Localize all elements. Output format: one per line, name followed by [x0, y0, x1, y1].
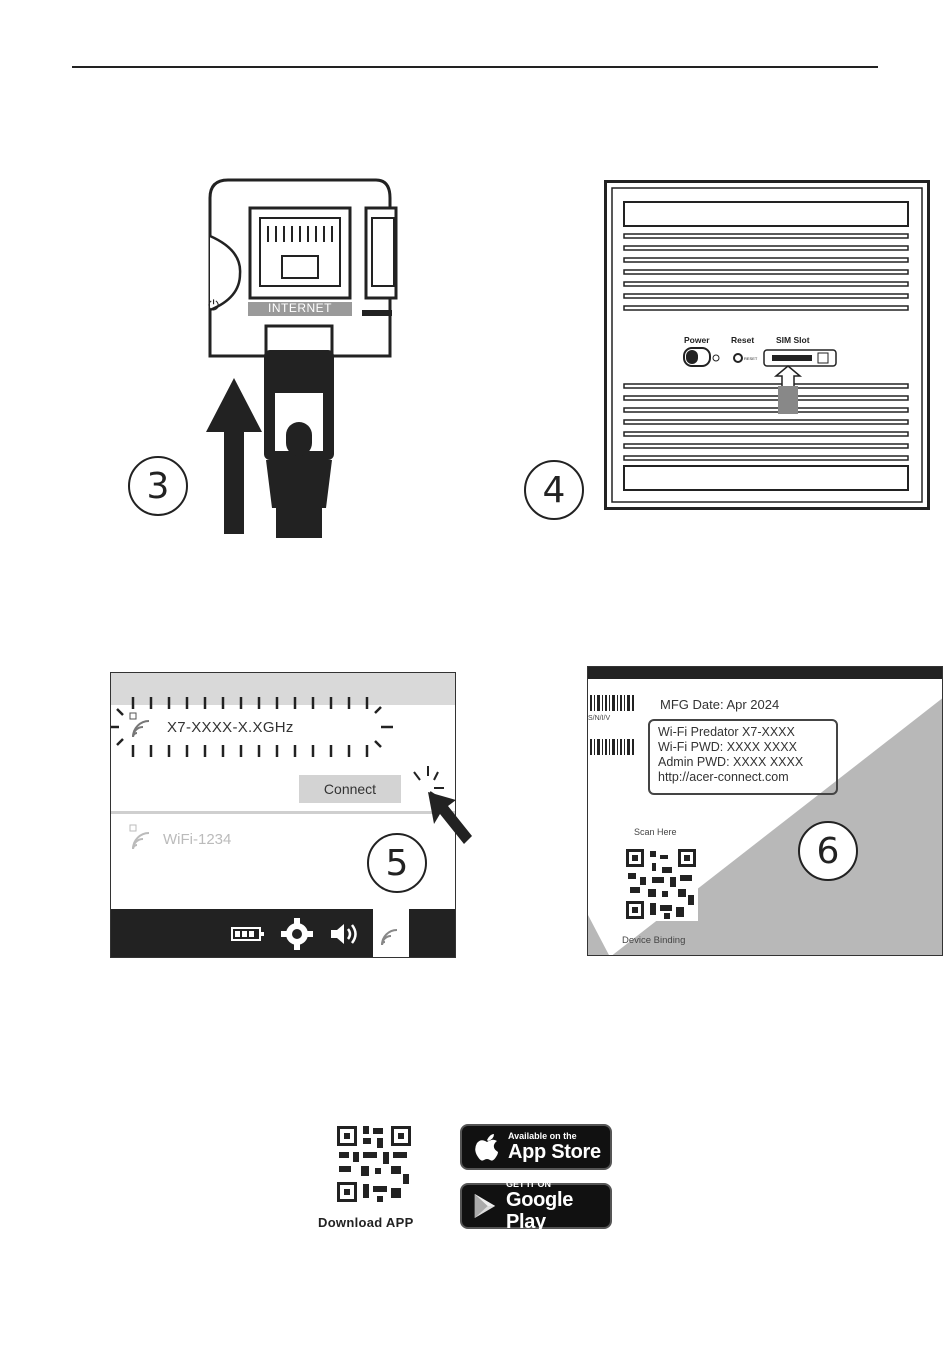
step-4-marker: 4: [524, 460, 584, 520]
connect-button[interactable]: Connect: [299, 775, 401, 803]
wifi-tray-button[interactable]: [373, 909, 409, 958]
app-store-small-text: Available on the: [508, 1131, 601, 1141]
gear-icon[interactable]: [281, 918, 313, 950]
admin-pwd-row: Admin PWD: XXXX XXXX: [658, 755, 828, 770]
google-play-big-text: Google Play: [506, 1189, 610, 1233]
apple-icon: [474, 1132, 500, 1162]
device-back-illustration: [604, 180, 930, 510]
download-app-qr-code[interactable]: [335, 1124, 413, 1204]
wifi-pwd-row: Wi-Fi PWD: XXXX XXXX: [658, 740, 828, 755]
barcode-icon: [588, 695, 638, 759]
download-app-label: Download APP: [318, 1215, 414, 1230]
header-rule: [72, 66, 878, 68]
wifi-icon: [379, 923, 403, 947]
app-store-big-text: App Store: [508, 1141, 601, 1163]
lock-wifi-icon-2: [129, 823, 155, 851]
mfg-date: MFG Date: Apr 2024: [660, 697, 779, 712]
google-play-icon: [472, 1191, 498, 1221]
lock-wifi-icon: [129, 711, 155, 739]
power-label: Power: [684, 335, 710, 345]
battery-icon: [231, 924, 265, 944]
ethernet-illustration: [200, 178, 400, 538]
step-3-marker: 3: [128, 456, 188, 516]
cursor-arrow-icon: [394, 764, 474, 852]
google-play-button[interactable]: GET IT ON Google Play: [460, 1183, 612, 1229]
speaker-icon[interactable]: [329, 921, 359, 947]
label-top-bar: [588, 667, 942, 679]
wifi-name-row: Wi-Fi Predator X7-XXXX: [658, 725, 828, 740]
internet-port-label: INTERNET: [248, 301, 352, 315]
wifi-network-name-2[interactable]: WiFi-1234: [163, 831, 231, 848]
app-store-button[interactable]: Available on the App Store: [460, 1124, 612, 1170]
serial-text: S/N/I/V: [588, 715, 610, 722]
sim-slot-label: SIM Slot: [776, 335, 810, 345]
device-label-panel: S/N/I/V MFG Date: Apr 2024 Wi-Fi Predato…: [587, 666, 943, 956]
binding-qr-code[interactable]: [624, 847, 698, 921]
step-6-marker: 6: [798, 821, 858, 881]
url-row[interactable]: http://acer-connect.com: [658, 770, 828, 785]
power-icon: ⏻: [208, 298, 219, 314]
credentials-box: Wi-Fi Predator X7-XXXX Wi-Fi PWD: XXXX X…: [648, 719, 838, 795]
scan-here-label: Scan Here: [634, 827, 677, 837]
reset-small-label: RESET: [744, 356, 757, 361]
google-play-small-text: GET IT ON: [506, 1179, 610, 1189]
device-binding-label: Device Binding: [622, 935, 685, 946]
reset-label: Reset: [731, 335, 754, 345]
wifi-network-name[interactable]: X7-XXXX-X.XGHz: [167, 719, 294, 736]
